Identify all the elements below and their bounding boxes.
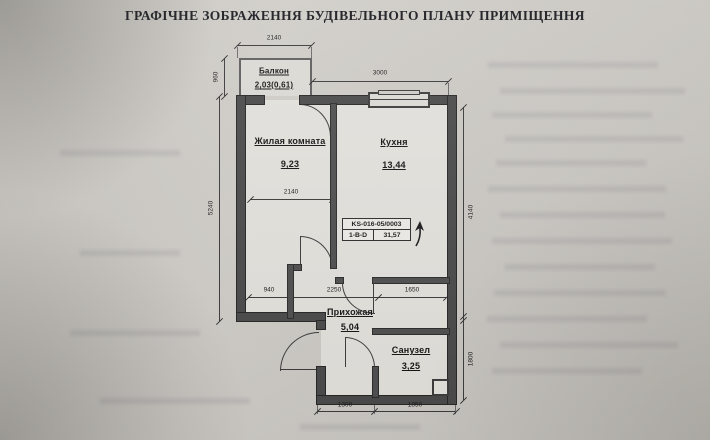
unit-code: KS-016-05/0003 bbox=[343, 219, 410, 230]
wall-segment-lower-left bbox=[316, 366, 326, 405]
wall-segment-top-left bbox=[236, 95, 265, 105]
dimension-line bbox=[219, 96, 220, 321]
vent-shaft bbox=[432, 379, 449, 396]
partition-living-hall bbox=[293, 264, 302, 271]
wall-segment-left bbox=[236, 95, 246, 322]
bleed-through-artifact bbox=[492, 112, 652, 118]
bleed-through-artifact bbox=[500, 88, 685, 94]
dimension-line bbox=[248, 297, 446, 298]
bleed-through-artifact bbox=[100, 398, 250, 404]
room-area-balcony: 2,03(0,61) bbox=[254, 80, 294, 90]
bleed-through-artifact bbox=[488, 62, 658, 68]
balcony-outline bbox=[239, 58, 312, 96]
partition-kitchen-hall-right bbox=[372, 277, 450, 284]
bathroom-door-leaf bbox=[345, 337, 346, 367]
page-title: ГРАФІЧНЕ ЗОБРАЖЕННЯ БУДІВЕЛЬНОГО ПЛАНУ П… bbox=[125, 8, 585, 23]
extension-line bbox=[237, 47, 238, 58]
dimension-middle-right: 1650 bbox=[404, 286, 420, 294]
dimension-line bbox=[224, 58, 225, 96]
dimension-middle-left: 940 bbox=[263, 286, 275, 294]
dimension-living-room-width: 2140 bbox=[283, 188, 299, 196]
bleed-through-artifact bbox=[505, 136, 683, 142]
dimension-right-lower-height: 1800 bbox=[467, 351, 475, 367]
room-label-hallway: Прихожая bbox=[326, 307, 374, 317]
dimension-tick bbox=[215, 317, 224, 326]
room-area-bathroom: 3,25 bbox=[401, 361, 421, 371]
dimension-bottom-right: 1850 bbox=[407, 401, 423, 409]
entrance-door-arc bbox=[280, 332, 319, 371]
bleed-through-artifact bbox=[492, 238, 672, 244]
dimension-kitchen-top-width: 3000 bbox=[372, 69, 388, 77]
wall-segment-bottom bbox=[316, 395, 457, 405]
bleed-through-artifact bbox=[494, 290, 666, 296]
dimension-line bbox=[463, 107, 464, 400]
bleed-through-artifact bbox=[500, 212, 665, 218]
unit-type: 1-B-D bbox=[343, 230, 374, 240]
living-room-door-leaf bbox=[300, 236, 301, 268]
unit-total-area: 31,57 bbox=[383, 231, 401, 239]
dimension-balcony-width: 2140 bbox=[266, 34, 282, 42]
bleed-through-artifact bbox=[488, 186, 666, 192]
window-sill-line bbox=[370, 99, 428, 101]
partition-living-kitchen bbox=[330, 103, 337, 269]
extension-line bbox=[311, 47, 312, 58]
room-label-bathroom: Санузел bbox=[391, 345, 431, 355]
bleed-through-artifact bbox=[492, 368, 642, 374]
extension-line bbox=[455, 404, 456, 414]
dimension-line bbox=[317, 411, 456, 412]
room-label-living-room: Жилая комната bbox=[254, 136, 326, 146]
bleed-through-artifact bbox=[80, 250, 180, 256]
bleed-through-artifact bbox=[70, 330, 200, 336]
kitchen-door-leaf bbox=[373, 283, 374, 313]
partition-hall-stub bbox=[287, 264, 294, 319]
dimension-tick bbox=[459, 396, 468, 405]
room-area-kitchen: 13,44 bbox=[382, 160, 406, 170]
bleed-through-artifact bbox=[500, 342, 678, 348]
north-arrow-icon bbox=[415, 221, 424, 247]
entrance-door-leaf bbox=[280, 369, 318, 370]
bleed-through-artifact bbox=[487, 316, 647, 322]
bleed-through-artifact bbox=[496, 160, 646, 166]
dimension-middle-center: 2250 bbox=[326, 286, 342, 294]
unit-info-box: KS-016-05/0003 1-B-D 31,57 bbox=[342, 218, 411, 241]
room-area-living-room: 9,23 bbox=[280, 159, 300, 169]
wall-segment-top-middle bbox=[299, 95, 369, 105]
room-area-hallway: 5,04 bbox=[340, 322, 360, 332]
wall-segment-top-right bbox=[425, 95, 457, 105]
bleed-through-artifact bbox=[300, 424, 420, 430]
wall-segment-right bbox=[447, 95, 457, 405]
dimension-line bbox=[250, 199, 332, 200]
dimension-right-upper-height: 4140 bbox=[467, 204, 475, 220]
kitchen-window bbox=[368, 90, 430, 108]
room-label-balcony: Балкон bbox=[258, 66, 290, 76]
dimension-left-height: 5240 bbox=[207, 200, 215, 216]
bleed-through-artifact bbox=[505, 264, 655, 270]
room-label-kitchen: Кухня bbox=[380, 137, 408, 147]
wall-segment-bottom-left bbox=[236, 312, 326, 322]
extension-line bbox=[448, 83, 449, 96]
dimension-line bbox=[312, 81, 449, 82]
wall-segment-entry-jamb bbox=[316, 320, 326, 330]
dimension-line bbox=[237, 45, 312, 46]
partition-bathroom-left bbox=[372, 366, 379, 398]
window-ledge bbox=[378, 90, 420, 95]
partition-bathroom-top bbox=[372, 328, 450, 335]
bleed-through-artifact bbox=[60, 150, 180, 156]
dimension-bottom-left: 1300 bbox=[337, 401, 353, 409]
partition-kitchen-hall-left bbox=[335, 277, 344, 284]
dimension-balcony-depth: 960 bbox=[212, 71, 220, 83]
